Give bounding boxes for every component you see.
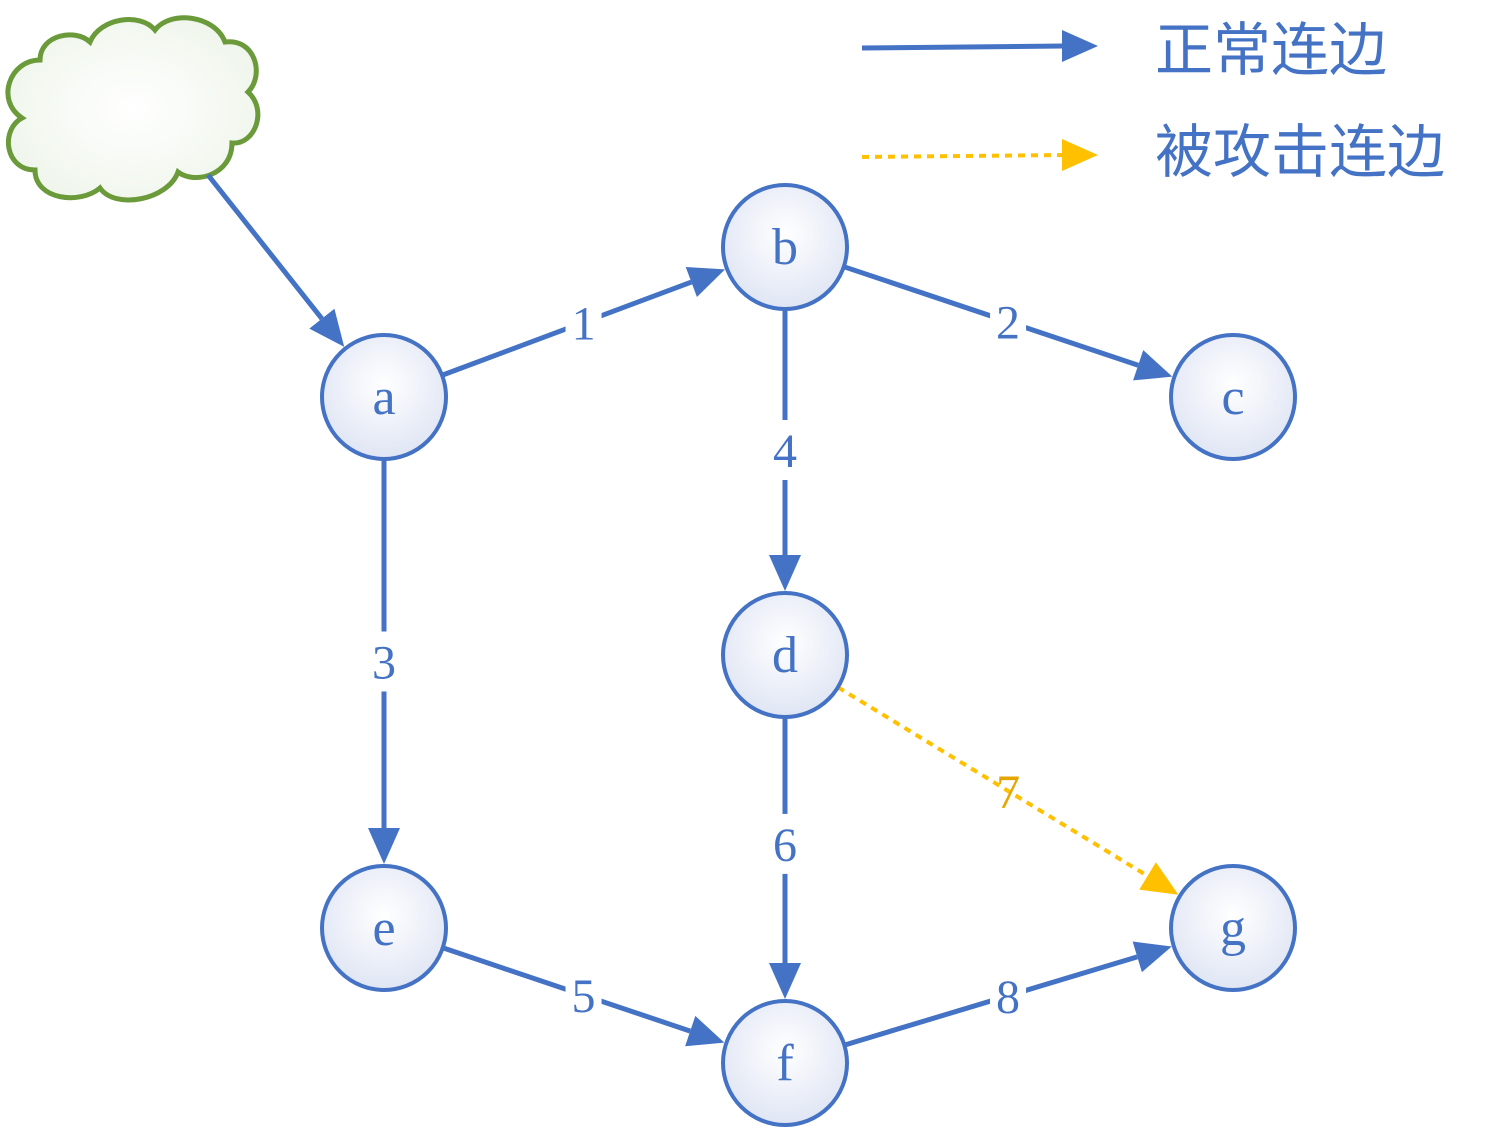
cloud-icon [5, 15, 261, 203]
node-c: c [1169, 333, 1297, 461]
node-circle [721, 183, 849, 311]
edge-d-g-arrowhead [1139, 862, 1179, 895]
edge-label-bg [767, 420, 803, 480]
edge-label-5: 5 [565, 965, 602, 1026]
edge-label-bg [565, 965, 602, 1026]
legend-attacked-label: 被攻击连边 [1155, 118, 1445, 186]
edge-label-bg [366, 631, 402, 692]
node-circle [320, 864, 448, 992]
legend-attacked-line [861, 153, 1065, 159]
edge-label-text: 8 [996, 971, 1020, 1024]
legend-attacked-arrowhead [1062, 139, 1098, 171]
edge-b-d-arrowhead [769, 555, 801, 591]
node-d: d [721, 591, 849, 719]
nodes-layer: a b c d e f g [320, 183, 1297, 1127]
node-f: f [721, 999, 849, 1127]
edge-label-3: 3 [366, 631, 402, 692]
edge-b-c-arrowhead [1133, 350, 1173, 381]
edge-label-text: 7 [996, 766, 1020, 819]
edge-a-e-arrowhead [368, 828, 400, 864]
edge-label-6: 6 [767, 813, 803, 874]
edge-labels-layer: 1 2 3 4 5 6 7 8 [366, 291, 1027, 1026]
edge-label-bg [565, 292, 602, 353]
edge-cloud-to-a [206, 173, 345, 347]
node-circle [320, 333, 448, 461]
edge-label-2: 2 [990, 291, 1027, 352]
node-b: b [721, 183, 849, 311]
edge-e-f-arrowhead [685, 1015, 725, 1047]
node-circle [1169, 333, 1297, 461]
node-label: d [772, 627, 798, 684]
legend: 正常连边 被攻击连边 [861, 16, 1445, 186]
edge-label-4: 4 [767, 420, 803, 480]
edge-d-g [836, 685, 1179, 895]
node-circle [1169, 864, 1297, 992]
edge-label-1: 1 [565, 292, 602, 353]
edge-label-text: 6 [773, 819, 797, 872]
edge-cloud-to-a-line [206, 173, 324, 321]
node-label: c [1221, 369, 1244, 426]
node-label: b [772, 219, 798, 276]
edge-label-text: 2 [996, 297, 1020, 350]
node-circle [721, 591, 849, 719]
node-label: e [372, 900, 395, 957]
edge-label-text: 3 [372, 637, 396, 690]
node-g: g [1169, 864, 1297, 992]
edge-label-bg [767, 813, 803, 874]
edge-d-f-arrowhead [769, 963, 801, 999]
legend-normal-line [861, 43, 1065, 51]
node-a: a [320, 333, 448, 461]
edge-a-b-arrowhead [685, 267, 726, 298]
node-e: e [320, 864, 448, 992]
node-label: g [1220, 900, 1246, 957]
legend-normal-edge: 正常连边 [861, 16, 1387, 84]
edge-label-text: 1 [572, 297, 596, 350]
edge-label-text: 5 [572, 970, 596, 1023]
edge-label-bg [990, 965, 1027, 1026]
legend-normal-label: 正常连边 [1155, 16, 1387, 84]
edge-cloud-to-a-arrowhead [309, 308, 345, 347]
legend-attacked-edge: 被攻击连边 [861, 118, 1445, 186]
edge-d-g-line [836, 685, 1149, 878]
edge-label-7: 7 [996, 766, 1020, 819]
edge-label-bg [990, 291, 1027, 352]
legend-normal-arrowhead [1062, 30, 1098, 62]
edge-f-g-arrowhead [1132, 941, 1172, 973]
node-label: f [776, 1035, 794, 1092]
edge-label-8: 8 [990, 965, 1027, 1026]
node-label: a [372, 369, 395, 426]
node-circle [721, 999, 849, 1127]
edge-label-text: 4 [773, 425, 797, 478]
